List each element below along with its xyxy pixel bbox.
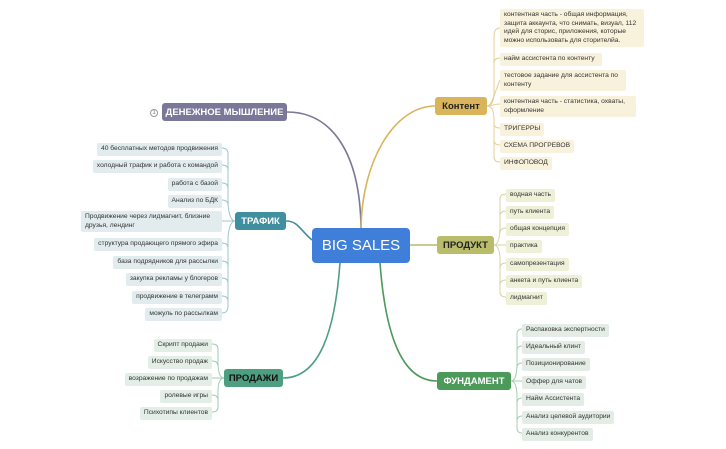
traffic-item[interactable]: работа с базой	[167, 178, 222, 191]
traffic-item[interactable]: 40 бесплатных методов продвижения	[96, 143, 222, 156]
product-item[interactable]: общая концепция	[506, 223, 569, 236]
traffic-item[interactable]: база подрядников для рассылки	[113, 256, 222, 269]
sales-item[interactable]: ролевые игры	[160, 390, 212, 403]
content-item[interactable]: найм ассистента по контенту	[500, 53, 602, 66]
product-item[interactable]: водная часть	[506, 189, 555, 202]
branch-money-mindset[interactable]: ДЕНЕЖНОЕ МЫШЛЕНИЕ	[162, 103, 287, 121]
sales-item[interactable]: Психотипы клиентов	[139, 407, 212, 420]
foundation-item[interactable]: Позиционирование	[522, 358, 590, 371]
foundation-item[interactable]: Идеальный клинт	[522, 341, 586, 354]
root-node[interactable]: BIG SALES	[312, 228, 410, 263]
branch-content[interactable]: Контент	[435, 97, 487, 115]
traffic-item[interactable]: можуль по рассылкам	[145, 308, 222, 321]
branch-product[interactable]: ПРОДУКТ	[437, 236, 494, 254]
content-item[interactable]: ИНФОПОВОД	[500, 157, 552, 170]
traffic-item[interactable]: закупка рекламы у блогеров	[125, 273, 222, 286]
traffic-item[interactable]: холодный трафик и работа с командой	[92, 160, 222, 173]
foundation-item[interactable]: Найм Ассистента	[522, 393, 585, 406]
foundation-item[interactable]: Оффер для чатов	[522, 376, 587, 389]
product-item[interactable]: лидмагнит	[506, 292, 547, 305]
traffic-item[interactable]: продвижение в телеграмм	[132, 291, 222, 304]
traffic-item[interactable]: Анализ по БДК	[167, 195, 222, 208]
content-item[interactable]: ТРИГЕРРЫ	[500, 123, 545, 136]
sales-item[interactable]: Скрипт продажи	[153, 339, 212, 352]
content-item[interactable]: контентная часть - общая информация, защ…	[500, 9, 644, 47]
content-item[interactable]: СХЕМА ПРОГРЕВОВ	[500, 140, 575, 153]
branch-sales[interactable]: ПРОДАЖИ	[224, 369, 283, 387]
content-item[interactable]: тестовое задание для ассистента по конте…	[500, 70, 626, 91]
marker-badge: 1	[150, 109, 158, 117]
sales-item[interactable]: возражение по продажам	[124, 373, 212, 386]
product-item[interactable]: самопрезентация	[506, 258, 569, 271]
foundation-item[interactable]: Анализ конкурентов	[522, 428, 593, 441]
foundation-item[interactable]: Анализ целевой аудитории	[522, 411, 615, 424]
foundation-item[interactable]: Распаковка экспертности	[522, 324, 609, 337]
content-item[interactable]: контентная часть - статистика, охваты, о…	[500, 96, 636, 117]
sales-item[interactable]: Искусство продаж	[147, 356, 212, 369]
branch-foundation[interactable]: ФУНДАМЕНТ	[437, 372, 511, 390]
product-item[interactable]: анкета и путь клиента	[506, 275, 583, 288]
traffic-item[interactable]: структура продающего прямого эфира	[94, 238, 222, 251]
product-item[interactable]: практика	[506, 240, 542, 253]
branch-traffic[interactable]: ТРАФИК	[235, 212, 286, 230]
product-item[interactable]: путь клиента	[506, 206, 555, 219]
traffic-item[interactable]: Продвижение через лидмагнит, близние дру…	[81, 211, 222, 232]
